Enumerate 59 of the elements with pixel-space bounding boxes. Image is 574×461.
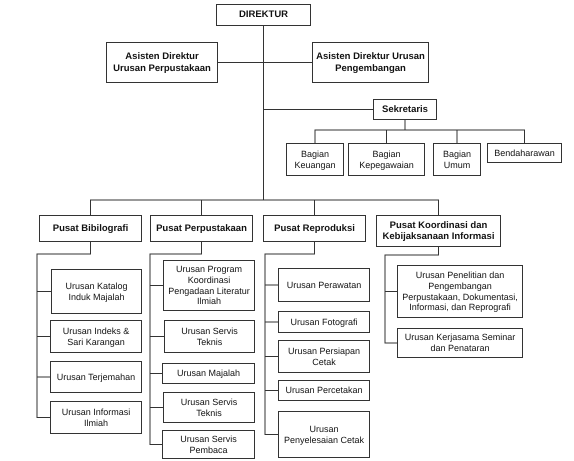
department-box bbox=[348, 143, 425, 176]
department-box bbox=[433, 143, 481, 176]
unit-box bbox=[278, 268, 370, 302]
assistant-box bbox=[106, 42, 218, 83]
box-label: Urusan Percetakan bbox=[285, 385, 363, 396]
box-label: Pusat Koordinasi dan Kebijaksanaan Informasi bbox=[382, 220, 496, 242]
box-label: Asisten Direktur Urusan Perpustakaan bbox=[112, 51, 212, 74]
unit-box bbox=[163, 392, 255, 423]
unit-box bbox=[164, 320, 255, 353]
box-label: DIREKTUR bbox=[238, 9, 288, 21]
box-label: Urusan Perawatan bbox=[286, 280, 362, 290]
box-label: Urusan Servis Teknis bbox=[180, 326, 239, 348]
box-label: Bagian Keuangan bbox=[293, 148, 337, 170]
unit-box bbox=[397, 328, 523, 358]
center-box bbox=[150, 215, 253, 242]
unit-box bbox=[50, 320, 142, 353]
unit-box bbox=[278, 340, 370, 373]
director-box bbox=[216, 4, 311, 26]
box-label: Urusan Penyelesaian Cetak bbox=[282, 424, 366, 446]
unit-box bbox=[162, 363, 255, 384]
box-label: Bendaharawan bbox=[494, 148, 555, 158]
box-label: Urusan Servis Pembaca bbox=[179, 434, 238, 456]
department-box bbox=[286, 143, 344, 176]
department-box bbox=[487, 143, 562, 163]
unit-box bbox=[278, 311, 370, 333]
unit-box bbox=[51, 269, 142, 314]
unit-box bbox=[50, 401, 142, 434]
unit-box bbox=[50, 361, 142, 393]
center-box bbox=[263, 215, 366, 242]
connector-line bbox=[404, 120, 525, 144]
box-label: Urusan Penelitian dan Pengembangan Perpustakaan, Dokumentasi, Informasi, dan Reprografi bbox=[401, 270, 519, 314]
secretary-box bbox=[373, 99, 437, 120]
box-label: Urusan Katalog Induk Majalah bbox=[64, 280, 129, 302]
connector-line bbox=[36, 242, 91, 418]
connector-line bbox=[150, 242, 202, 445]
box-label: Urusan Kerjasama Seminar dan Penataran bbox=[404, 332, 516, 354]
box-label: Urusan Informasi Ilmiah bbox=[60, 406, 132, 428]
box-label: Sekretaris bbox=[382, 104, 428, 116]
box-label: Pusat Bibilografi bbox=[52, 222, 128, 234]
connector-line bbox=[264, 242, 315, 435]
box-label: Pusat Perpustakaan bbox=[156, 222, 247, 234]
box-label: Asisten Direktur Urusan Pengembangan bbox=[316, 51, 425, 74]
assistant-box bbox=[312, 42, 429, 83]
connector-line bbox=[384, 246, 439, 344]
box-label: Urusan Terjemahan bbox=[56, 372, 136, 382]
center-box bbox=[39, 215, 142, 242]
box-label: Urusan Majalah bbox=[176, 368, 240, 379]
unit-box bbox=[278, 380, 370, 401]
box-label: Urusan Fotografi bbox=[290, 316, 358, 328]
box-label: Pusat Reproduksi bbox=[274, 222, 355, 234]
unit-box bbox=[278, 411, 370, 458]
center-box bbox=[376, 215, 501, 247]
box-label: Urusan Servis Teknis bbox=[180, 396, 238, 418]
box-label: Urusan Persiapan Cetak bbox=[286, 346, 362, 368]
box-label: Bagian Umum bbox=[442, 148, 472, 170]
box-label: Urusan Program Koordinasi Pengadaan Literatur Ilmiah bbox=[167, 264, 251, 308]
box-label: Urusan Indeks & Sari Karangan bbox=[62, 326, 130, 348]
box-label: Bagian Kepegawaian bbox=[358, 148, 415, 170]
unit-box bbox=[162, 430, 255, 459]
